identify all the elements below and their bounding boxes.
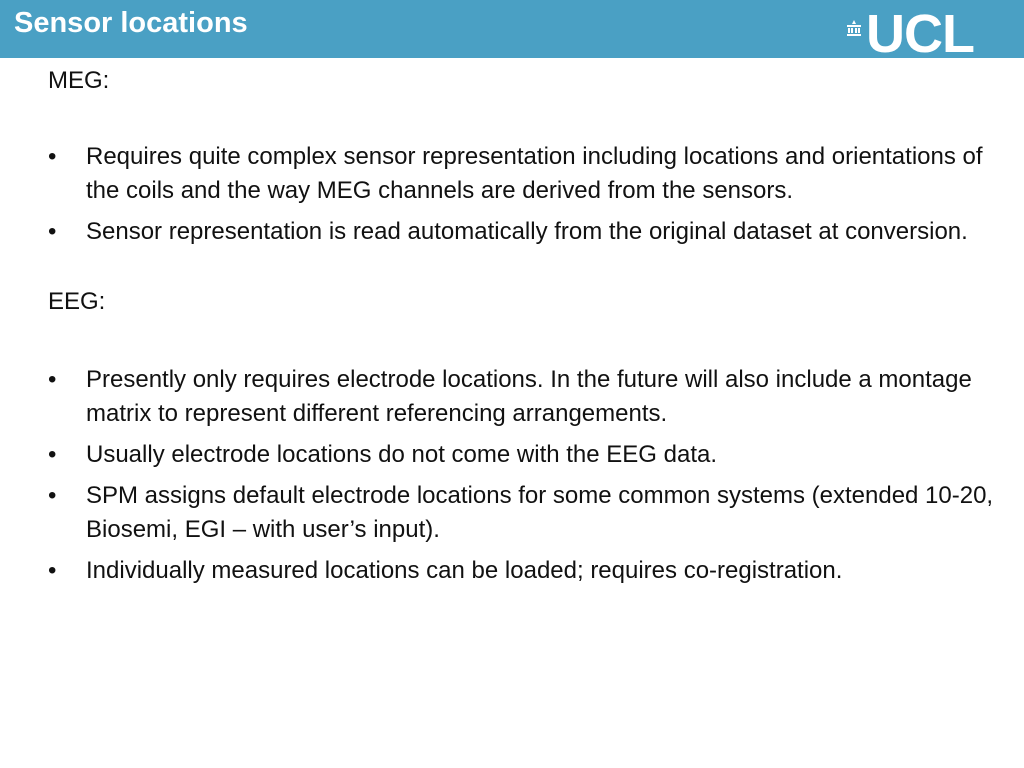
ucl-logo: UCL [846,4,996,64]
meg-bullet-list: • Requires quite complex sensor represent… [48,140,998,249]
bullet-icon: • [48,441,57,468]
eeg-heading: EEG: [48,288,106,315]
list-item: • Presently only requires electrode locat… [48,363,998,431]
portico-icon [847,20,861,36]
bullet-text: Usually electrode locations do not come … [86,441,718,468]
bullet-text: SPM assigns default electrode locations … [86,482,994,543]
bullet-text: Requires quite complex sensor representa… [86,143,983,204]
bullet-text: Sensor representation is read automatica… [86,218,968,245]
bullet-text: Individually measured locations can be l… [86,557,843,584]
slide-body: MEG: • Requires quite complex sensor repr… [48,64,998,595]
bullet-icon: • [48,557,57,584]
logo-text: UCL [866,4,975,64]
slide-title: Sensor locations [14,7,248,39]
bullet-text: Presently only requires electrode locati… [86,366,972,427]
eeg-bullet-list: • Presently only requires electrode locat… [48,363,998,588]
bullet-icon: • [48,143,57,170]
list-item: • Usually electrode locations do not come… [48,438,998,472]
bullet-icon: • [48,482,57,509]
list-item: • Requires quite complex sensor represent… [48,140,998,208]
title-bar: Sensor locations UCL [0,0,1024,64]
bullet-icon: • [48,366,57,393]
list-item: • Sensor representation is read automatic… [48,215,998,249]
bullet-icon: • [48,218,57,245]
list-item: • Individually measured locations can be … [48,554,998,588]
list-item: • SPM assigns default electrode locations… [48,479,998,547]
meg-heading: MEG: [48,67,110,94]
